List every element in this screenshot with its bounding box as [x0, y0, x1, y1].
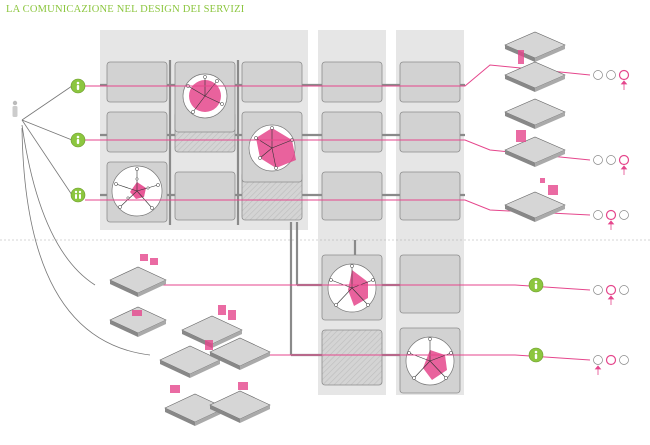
isometric-scenes-left	[109, 254, 271, 426]
box-impl-3	[321, 171, 383, 221]
arrow-up-icon	[594, 365, 602, 375]
box-analisi-2	[106, 111, 168, 153]
person-icon	[12, 100, 18, 117]
isometric-scene-icon	[504, 178, 566, 222]
box-erog-4	[399, 254, 461, 314]
box-impl-2	[321, 111, 383, 153]
box-impl-1	[321, 61, 383, 103]
arrow-up-icon	[620, 80, 628, 90]
radar-chart-icon	[405, 336, 455, 386]
box-erog-3	[399, 171, 461, 221]
box-sviluppo-1	[241, 61, 303, 103]
box-erog-2	[399, 111, 461, 153]
step-circle-icon	[618, 69, 630, 81]
radar-chart-icon	[248, 124, 296, 172]
stakeholder-markers	[70, 78, 544, 363]
arrow-up-icon	[620, 165, 628, 175]
isometric-scene-icon	[209, 382, 271, 423]
radar-boxes	[106, 61, 461, 394]
step-circles	[593, 69, 630, 375]
radar-chart-icon	[182, 73, 228, 119]
arrow-up-icon	[607, 220, 615, 230]
isometric-scene-icon	[164, 385, 226, 426]
isometric-scene-icon	[109, 306, 167, 337]
person-icon	[70, 187, 86, 203]
box-erog-1	[399, 61, 461, 103]
stakeholder-lines	[21, 85, 151, 356]
isometric-scene-icon	[504, 31, 566, 92]
radar-chart-icon	[327, 263, 377, 313]
box-analisi-1	[106, 61, 168, 103]
isometric-scene-icon	[209, 337, 271, 370]
step-circle-icon	[605, 354, 617, 366]
isometric-scene-icon	[504, 98, 566, 167]
isometric-scenes-right	[504, 31, 566, 222]
arrow-up-icon	[607, 295, 615, 305]
step-circle-icon	[605, 284, 617, 296]
box-ideazione-3	[174, 171, 236, 221]
box-impl-5	[321, 329, 383, 386]
isometric-scene-icon	[109, 254, 167, 297]
isometric-scene-icon	[181, 305, 243, 348]
isometric-scene-icon	[159, 340, 221, 378]
page-title: LA COMUNICAZIONE NEL DESIGN DEI SERVIZI	[6, 4, 245, 15]
step-circle-icon	[605, 209, 617, 221]
step-circle-icon	[618, 154, 630, 166]
radar-chart-icon	[111, 165, 163, 217]
